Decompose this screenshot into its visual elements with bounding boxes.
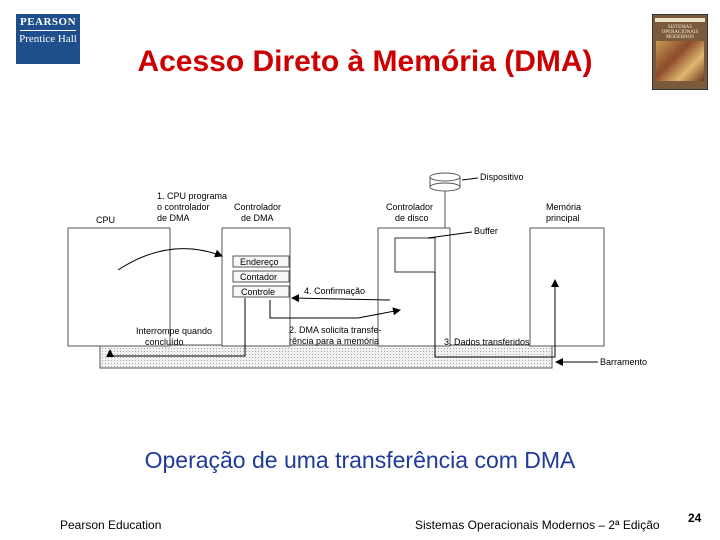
page-number: 24 [688, 511, 702, 525]
register-counter-label: Contador [240, 272, 277, 282]
dma-controller-label-line2: de DMA [241, 213, 274, 223]
main-memory-label-line2: principal [546, 213, 580, 223]
register-address-label: Endereço [240, 257, 279, 267]
logo-brand-text: PEARSON [19, 16, 77, 28]
step1-label-line2: o controlador [157, 202, 210, 212]
book-cover-image: SISTEMAS OPERACIONAIS MODERNOS [652, 14, 708, 90]
book-cover-title: SISTEMAS OPERACIONAIS MODERNOS [661, 25, 699, 40]
slide-title: Acesso Direto à Memória (DMA) [137, 45, 593, 78]
buffer-label: Buffer [474, 226, 498, 236]
bus-label: Barramento [600, 357, 647, 367]
step2-label-line1: 2. DMA solicita transfe- [289, 325, 382, 335]
device-label: Dispositivo [480, 172, 524, 182]
footer-book-title: Sistemas Operacionais Modernos – 2ª Ediç… [415, 518, 660, 532]
device-pointer-line [461, 177, 479, 181]
main-memory-label-line1: Memória [546, 202, 581, 212]
pearson-prentice-hall-logo: PEARSON Prentice Hall [16, 14, 80, 64]
book-cover-band [655, 18, 705, 22]
step1-arrow [117, 248, 223, 271]
figure-caption: Operação de uma transferência com DMA [144, 447, 576, 473]
logo-imprint-text: Prentice Hall [19, 33, 77, 45]
register-counter-box [232, 270, 290, 283]
interrupt-label-line1: Interrompe quando [136, 326, 212, 336]
step2-label-line2: rência para a memória [289, 336, 379, 346]
footer-publisher: Pearson Education [60, 518, 162, 532]
register-address-box [232, 255, 290, 268]
buffer-box [394, 237, 436, 273]
interrupt-arrow [106, 298, 246, 357]
step4-label: 4. Confirmação [304, 286, 365, 296]
dma-controller-label-line1: Controlador [234, 202, 281, 212]
register-control-box [232, 285, 290, 298]
step1-label-line3: de DMA [157, 213, 190, 223]
main-memory-box [529, 227, 605, 347]
interrupt-label-line2: concluído [145, 337, 184, 347]
book-cover-artwork [656, 41, 704, 81]
buffer-pointer-line [427, 231, 473, 239]
cpu-label: CPU [96, 215, 115, 225]
step3-label: 3. Dados transferidos [444, 337, 530, 347]
step4-arrow [291, 294, 391, 303]
disk-controller-label-line1: Controlador [386, 202, 433, 212]
step1-label-line1: 1. CPU programa [157, 191, 227, 201]
step3-arrow [434, 272, 559, 358]
device-drive-icon [429, 172, 461, 192]
cpu-box [67, 227, 171, 347]
disk-controller-label-line2: de disco [395, 213, 429, 223]
register-control-label: Controle [241, 287, 275, 297]
logo-divider [20, 30, 76, 31]
step2-arrow [269, 300, 401, 319]
